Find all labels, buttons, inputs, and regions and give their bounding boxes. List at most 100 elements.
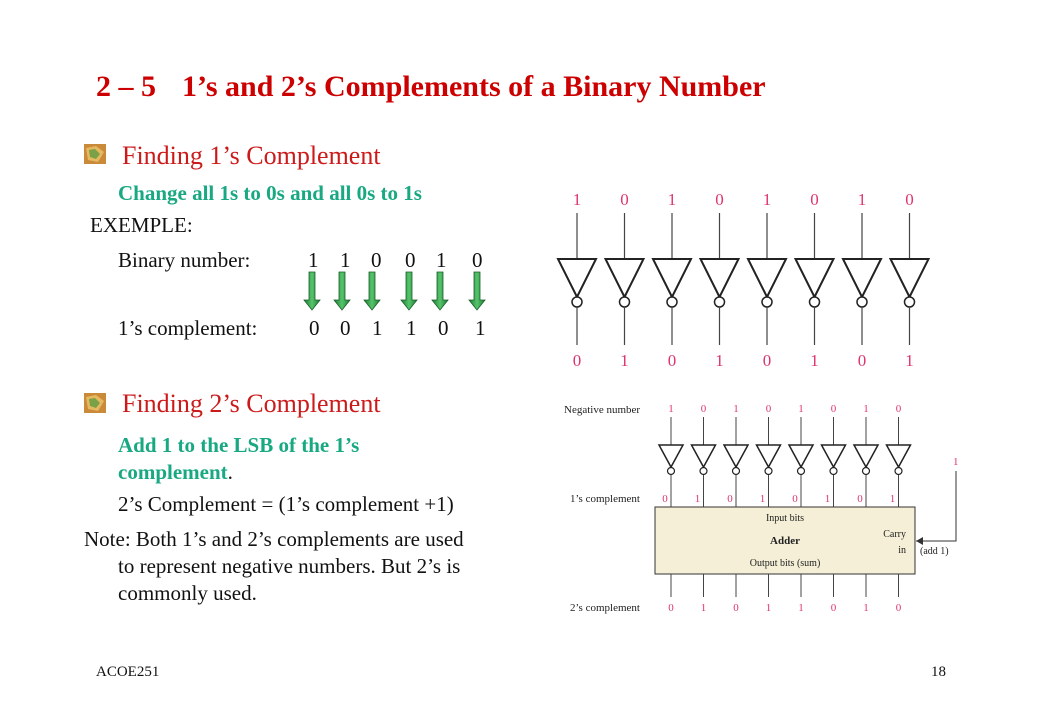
twos-bit: 1	[798, 602, 804, 614]
ones-rule: Change all 1s to 0s and all 0s to 1s	[118, 181, 422, 205]
carry-bit: 1	[953, 456, 959, 468]
ones-bit: 0	[662, 493, 668, 505]
carry-line	[916, 471, 957, 542]
inverter-gate	[755, 444, 782, 469]
negative-number-label: Negative number	[564, 404, 640, 416]
example-label: EXEMPLE:	[90, 213, 193, 237]
inverter-gate	[852, 444, 880, 469]
bullet-icon	[84, 393, 106, 413]
twos-bit: 1	[766, 602, 772, 614]
binary-bit: 0	[371, 248, 382, 272]
inverter-output-bit: 1	[620, 351, 629, 370]
inverter-input-bit: 0	[620, 190, 629, 209]
arrow-down-icon	[363, 271, 381, 311]
inverter-bubble	[796, 466, 806, 476]
inverter-input-bit: 1	[573, 190, 582, 209]
arrow-down-icon	[431, 271, 449, 311]
adder-input-label: Input bits	[766, 513, 804, 524]
arrow-down-icon	[400, 271, 418, 311]
inverter-bubble	[666, 466, 676, 476]
twos-formula: 2’s Complement = (1’s complement +1)	[118, 492, 454, 516]
twos-rule-word: complement	[118, 460, 228, 484]
ones-bit: 0	[792, 493, 798, 505]
ones-bit: 1	[890, 493, 896, 505]
twos-bit: 0	[896, 602, 902, 614]
note-line2: to represent negative numbers. But 2’s i…	[118, 554, 461, 578]
inverter-gate	[722, 444, 750, 469]
inverter-bubble	[856, 296, 868, 308]
title-number: 2 – 5	[96, 70, 156, 103]
inverter-input-bit: 1	[858, 190, 867, 209]
inverter-bubble	[829, 466, 838, 476]
twos-bit: 0	[733, 602, 739, 614]
ones-heading: Finding 1’s Complement	[122, 141, 381, 170]
add-one-label: (add 1)	[920, 546, 949, 557]
twos-complement-label: 2’s complement	[570, 602, 640, 614]
ones-bit: 1	[695, 493, 701, 505]
twos-heading: Finding 2’s Complement	[122, 389, 381, 418]
carry-arrow-icon	[916, 537, 923, 545]
negative-bit: 0	[701, 403, 707, 415]
negative-bit: 1	[668, 403, 674, 415]
note-line3: commonly used.	[118, 581, 257, 605]
twos-complement-adder-diagram: Negative number 1’s complement 2’s compl…	[564, 403, 959, 614]
inverter-gate	[888, 258, 931, 300]
inverter-bubble	[618, 296, 631, 308]
inverter-bubble	[713, 296, 726, 308]
negative-bit: 0	[896, 403, 902, 415]
twos-rule-line1: Add 1 to the LSB of the 1’s	[118, 433, 360, 457]
ones-complement-label: 1’s complement	[570, 493, 640, 505]
inverter-input-bit: 0	[810, 190, 819, 209]
negative-bit: 1	[798, 403, 804, 415]
adder-name: Adder	[770, 535, 800, 547]
ones-bit: 1	[825, 493, 831, 505]
inverter-gate	[556, 258, 598, 300]
inverter-output-bit: 0	[668, 351, 677, 370]
inverter-input-bit: 1	[668, 190, 677, 209]
inverter-output-bit: 0	[858, 351, 867, 370]
inverter-input-bit: 0	[715, 190, 724, 209]
twos-bit: 0	[831, 602, 837, 614]
twos-rule-line2: complement.	[118, 460, 233, 485]
inverter-gate	[657, 444, 685, 469]
binary-bit: 0	[472, 248, 483, 272]
conversion-arrows	[303, 271, 486, 311]
inverter-output-bit: 0	[763, 351, 772, 370]
binary-bit: 1	[308, 248, 319, 272]
inverter-gate	[698, 258, 741, 300]
complement-bit: 1	[406, 316, 417, 340]
footer-course: ACOE251	[96, 664, 160, 680]
inverter-input-bit: 1	[763, 190, 772, 209]
inverter-bubble	[808, 296, 821, 308]
inverter-bubble	[666, 296, 678, 308]
inverter-bubble	[571, 296, 583, 308]
twos-bit: 0	[668, 602, 674, 614]
bullet-icon	[84, 144, 106, 164]
arrow-down-icon	[303, 271, 321, 311]
negative-bit: 1	[863, 403, 869, 415]
inverter-output-bit: 1	[905, 351, 914, 370]
inverter-output-bit: 0	[573, 351, 582, 370]
inverter-bubble	[761, 296, 773, 308]
twos-rule-period: .	[227, 460, 233, 484]
complement-bit: 0	[309, 316, 320, 340]
inverter-bubble	[731, 466, 741, 476]
complement-label: 1’s complement:	[118, 316, 258, 340]
inverter-output-bit: 1	[715, 351, 724, 370]
ones-bit: 0	[727, 493, 733, 505]
complement-bit: 1	[372, 316, 383, 340]
binary-bit: 0	[405, 248, 416, 272]
inverter-bubble	[764, 466, 773, 476]
inverter-bubble	[894, 466, 903, 476]
inverter-gate	[690, 444, 717, 469]
inverter-bubble	[699, 466, 708, 476]
inverter-input-bit: 0	[905, 190, 914, 209]
inverter-bubble	[903, 296, 916, 308]
inverter-gate	[820, 444, 847, 469]
negative-bit: 0	[766, 403, 772, 415]
binary-bit: 1	[340, 248, 351, 272]
inverter-gate	[603, 258, 646, 300]
complement-bit: 1	[475, 316, 486, 340]
